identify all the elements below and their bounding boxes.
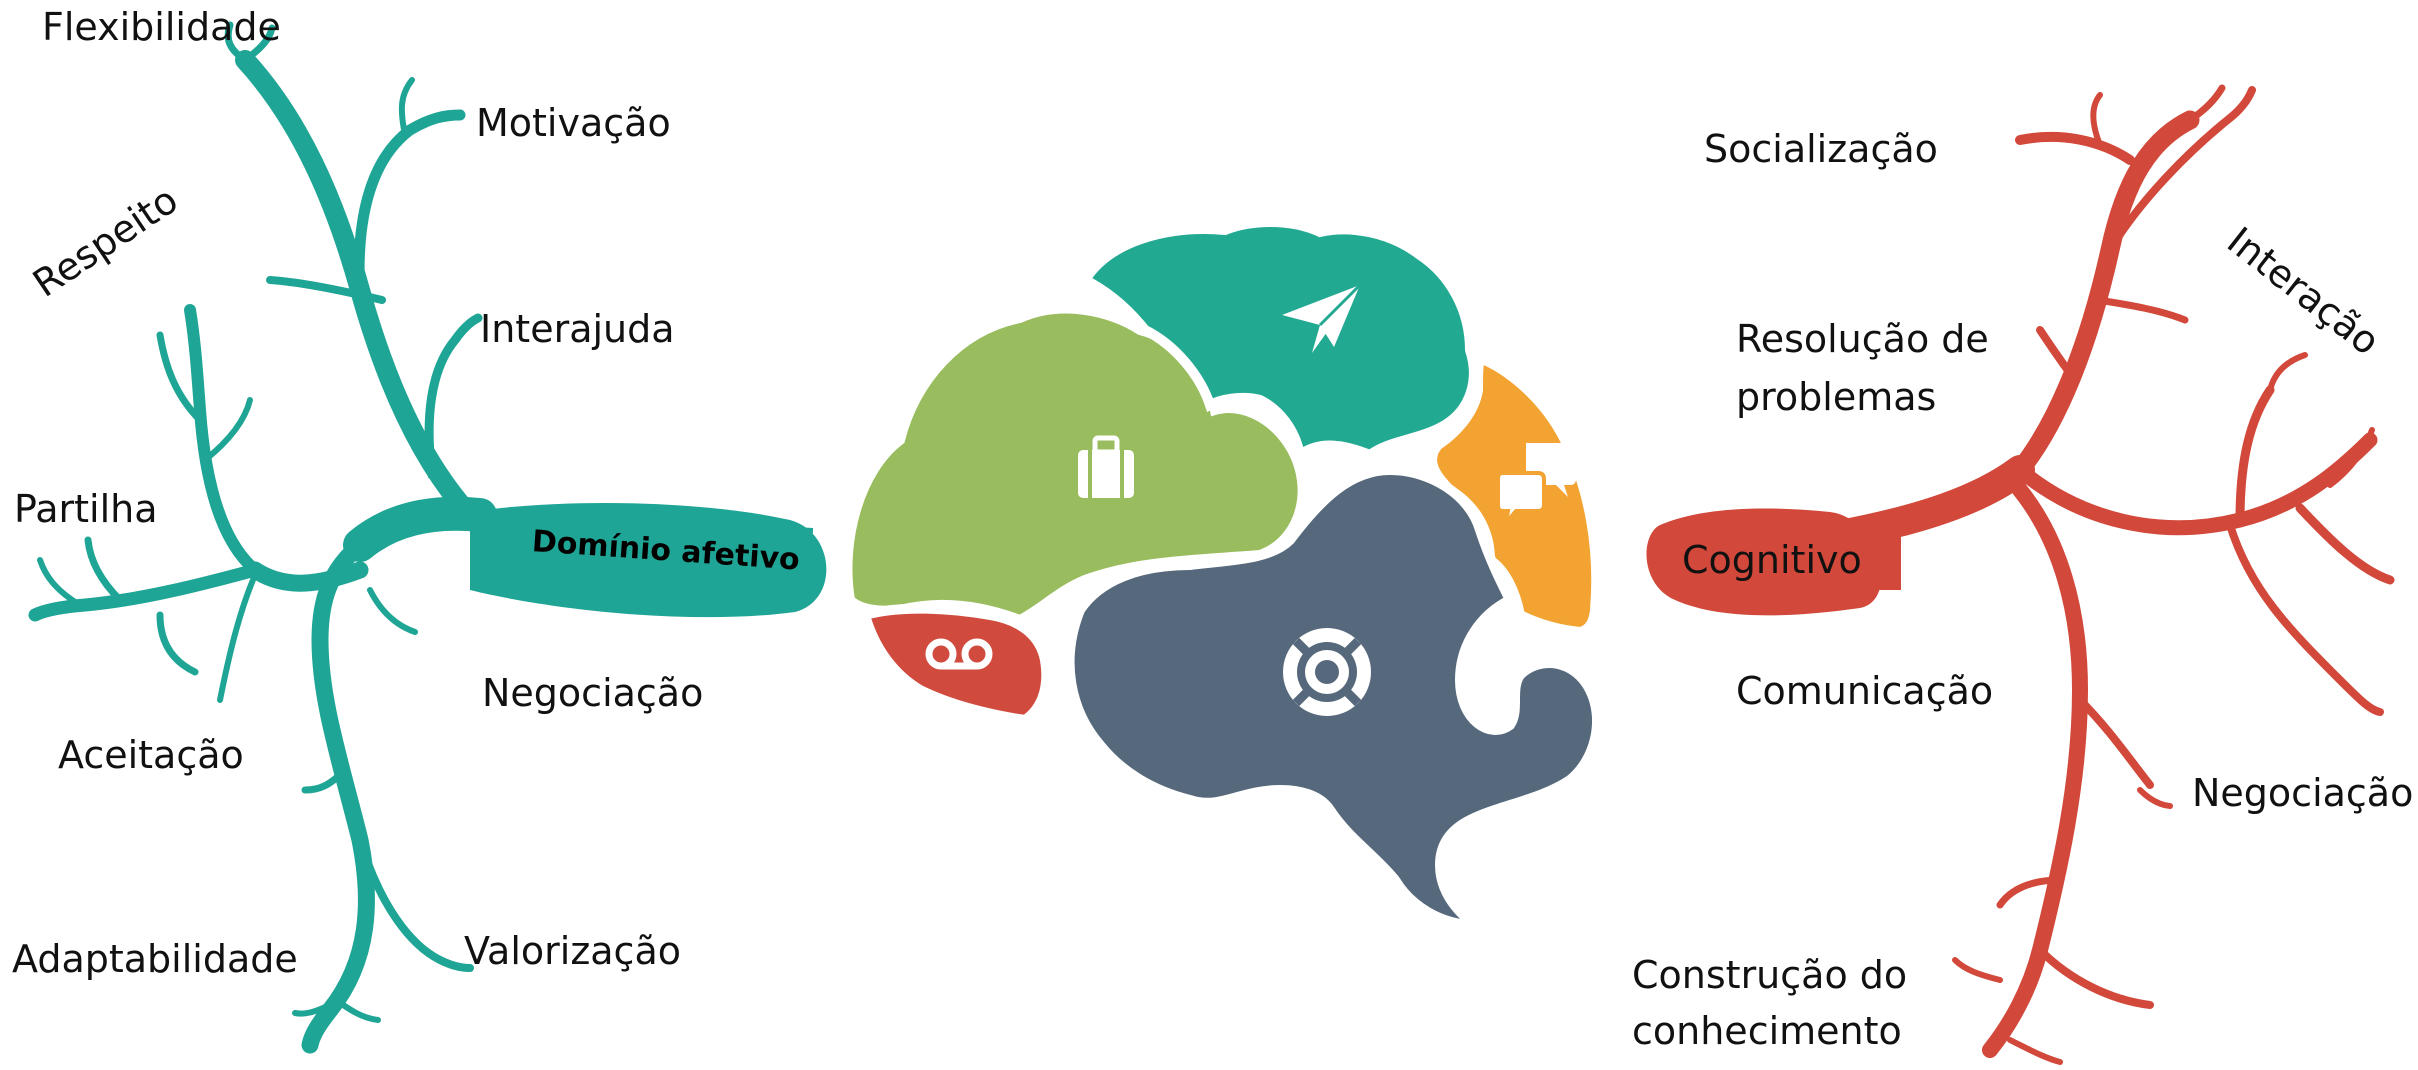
label-adaptabilidade: Adaptabilidade	[12, 937, 298, 981]
label-negociacao-right: Negociação	[2192, 771, 2414, 815]
brain	[842, 217, 1602, 931]
label-construcao-line1: Construção do	[1632, 953, 1908, 997]
cognitive-center-label: Cognitivo	[1682, 538, 1862, 582]
paper-plane-icon	[1282, 283, 1362, 353]
label-interajuda: Interajuda	[480, 307, 675, 351]
label-socializacao: Socialização	[1704, 127, 1938, 171]
label-valorizacao: Valorização	[464, 929, 681, 973]
lifebuoy-icon	[1283, 628, 1371, 716]
cognitive-label-patch	[1676, 535, 1901, 590]
label-comunicacao: Comunicação	[1736, 669, 1994, 713]
label-motivacao: Motivação	[476, 101, 671, 145]
brain-lobe-teal	[1077, 217, 1479, 464]
label-partilha: Partilha	[14, 487, 158, 531]
label-flexibilidade: Flexibilidade	[42, 5, 281, 49]
affective-label-patch	[510, 512, 814, 578]
chat-bubbles-icon	[1496, 443, 1576, 530]
label-resolucao-line2: problemas	[1736, 375, 1937, 419]
label-resolucao-line1: Resolução de	[1736, 317, 1989, 361]
voicemail-icon	[925, 638, 993, 670]
label-aceitacao: Aceitação	[58, 733, 244, 777]
label-negociacao-left: Negociação	[482, 671, 704, 715]
briefcase-icon	[1078, 435, 1134, 498]
label-construcao-line2: conhecimento	[1632, 1009, 1902, 1053]
